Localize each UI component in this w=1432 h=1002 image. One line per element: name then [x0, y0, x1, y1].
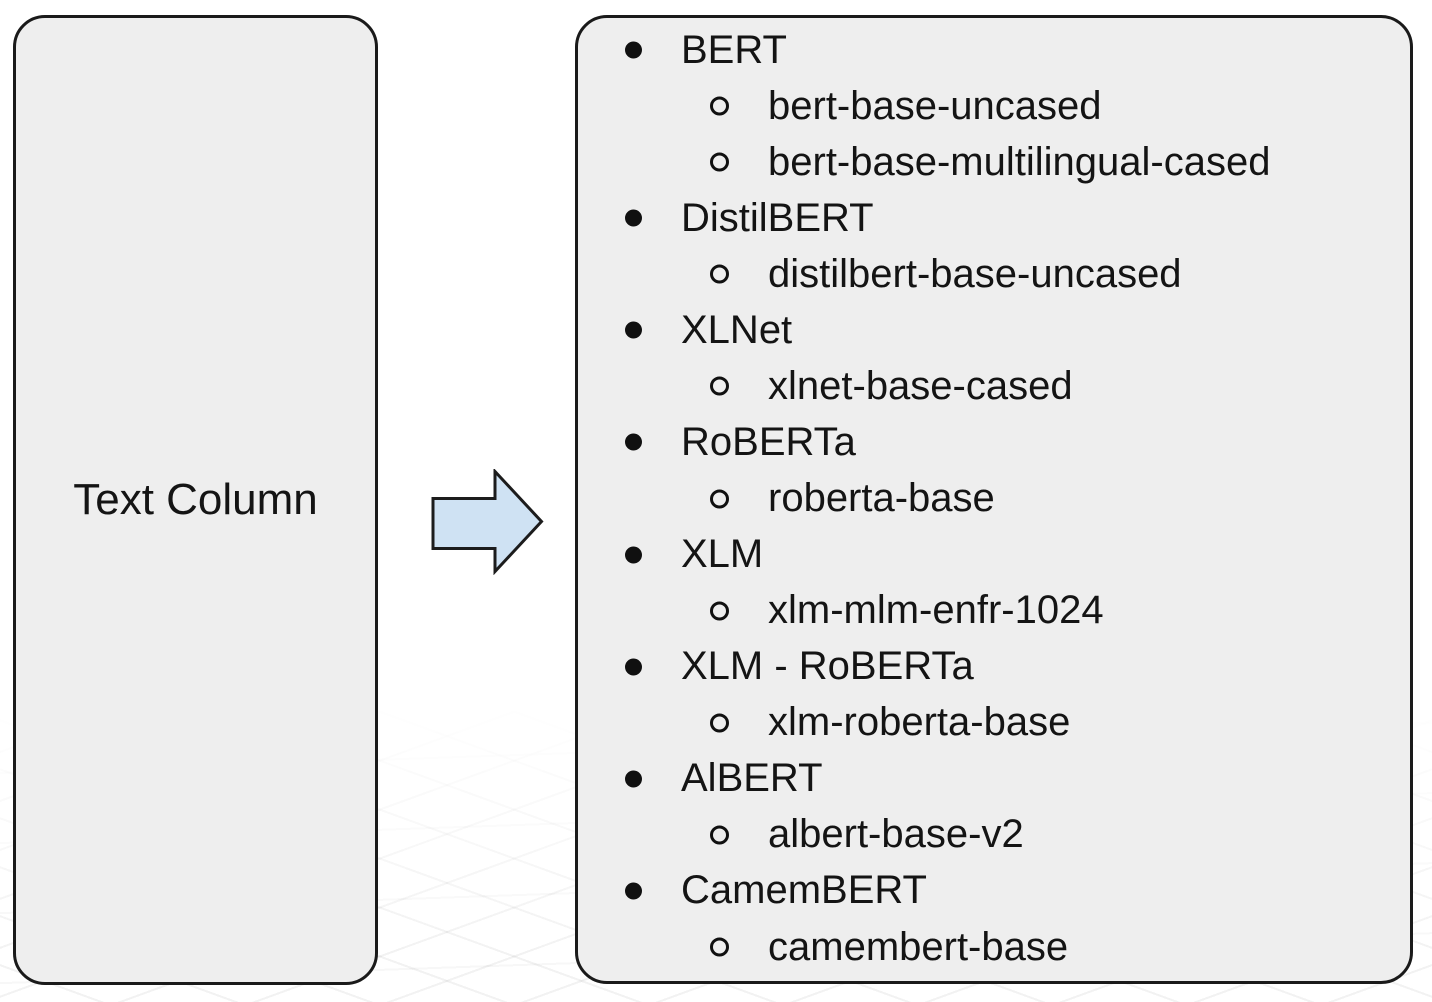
circle-bullet-icon	[710, 713, 729, 733]
circle-bullet-icon	[710, 152, 729, 172]
circle-bullet-icon	[710, 264, 729, 284]
bullet-icon	[625, 209, 642, 227]
bullet-icon	[625, 433, 642, 451]
bullet-icon	[625, 770, 642, 788]
model-family-item: RoBERTa	[578, 414, 1410, 470]
model-checkpoint-label: xlm-mlm-enfr-1024	[768, 588, 1104, 633]
model-family-item: DistilBERT	[578, 190, 1410, 246]
model-checkpoint-item: bert-base-uncased	[578, 78, 1410, 134]
model-checkpoint-label: camembert-base	[768, 924, 1069, 969]
bullet-icon	[625, 658, 642, 676]
model-family-label: XLM	[681, 532, 764, 577]
circle-bullet-icon	[710, 489, 729, 509]
circle-bullet-icon	[710, 376, 729, 396]
bullet-icon	[625, 546, 642, 564]
model-checkpoint-item: xlm-mlm-enfr-1024	[578, 583, 1410, 639]
model-checkpoint-label: bert-base-uncased	[768, 83, 1102, 128]
model-checkpoint-item: albert-base-v2	[578, 807, 1410, 863]
circle-bullet-icon	[710, 96, 729, 116]
model-checkpoint-label: distilbert-base-uncased	[768, 251, 1182, 296]
model-family-item: AlBERT	[578, 751, 1410, 807]
model-family-item: XLM	[578, 527, 1410, 583]
model-family-label: DistilBERT	[681, 195, 874, 240]
bullet-icon	[625, 41, 642, 59]
model-checkpoint-label: xlm-roberta-base	[768, 700, 1071, 745]
model-checkpoint-item: bert-base-multilingual-cased	[578, 134, 1410, 190]
model-family-label: AlBERT	[681, 756, 823, 801]
bullet-icon	[625, 321, 642, 339]
text-column-box: Text Column	[13, 15, 378, 985]
model-family-item: XLM - RoBERTa	[578, 639, 1410, 695]
model-checkpoint-label: xlnet-base-cased	[768, 363, 1073, 408]
model-checkpoint-item: roberta-base	[578, 471, 1410, 527]
model-family-label: RoBERTa	[681, 419, 856, 464]
model-family-label: XLM - RoBERTa	[681, 644, 974, 689]
model-family-item: XLNet	[578, 302, 1410, 358]
text-column-label: Text Column	[73, 475, 318, 524]
bullet-icon	[625, 882, 642, 900]
model-checkpoint-label: albert-base-v2	[768, 812, 1024, 857]
models-list-box: BERT bert-base-uncased bert-base-multili…	[575, 15, 1413, 984]
circle-bullet-icon	[710, 825, 729, 845]
model-checkpoint-label: bert-base-multilingual-cased	[768, 139, 1271, 184]
arrow-right-icon	[431, 467, 545, 576]
circle-bullet-icon	[710, 601, 729, 621]
model-family-label: CamemBERT	[681, 868, 927, 913]
model-family-label: XLNet	[681, 307, 793, 352]
model-family-item: CamemBERT	[578, 863, 1410, 919]
model-checkpoint-item: distilbert-base-uncased	[578, 246, 1410, 302]
circle-bullet-icon	[710, 937, 729, 957]
model-family-item: BERT	[578, 22, 1410, 78]
model-checkpoint-label: roberta-base	[768, 476, 995, 521]
model-checkpoint-item: camembert-base	[578, 919, 1410, 975]
model-checkpoint-item: xlnet-base-cased	[578, 358, 1410, 414]
model-checkpoint-item: xlm-roberta-base	[578, 695, 1410, 751]
model-family-label: BERT	[681, 27, 787, 72]
